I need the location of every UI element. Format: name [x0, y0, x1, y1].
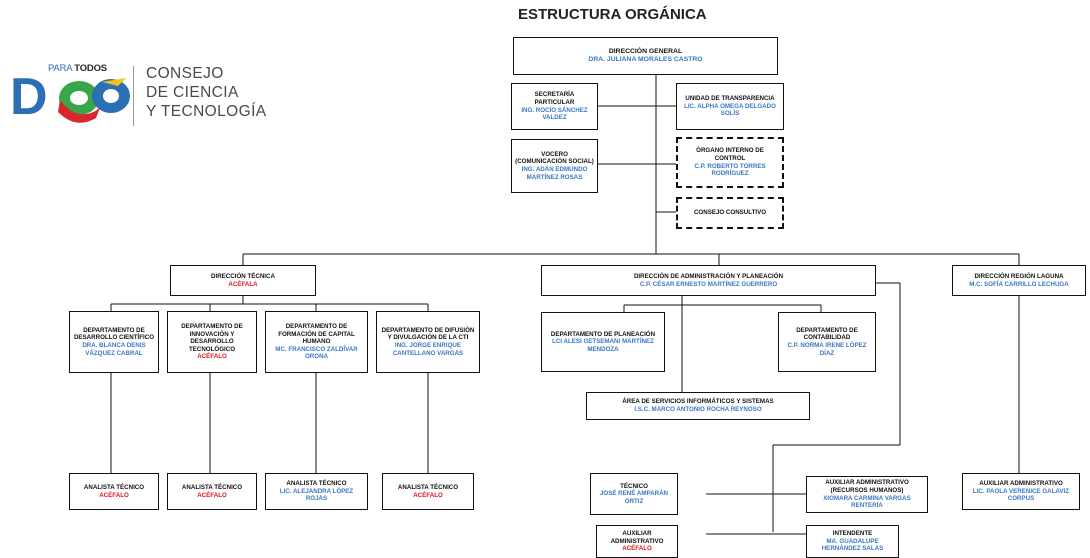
box-name: LIC. ALEJANDRA LÓPEZ ROJAS: [279, 487, 354, 503]
box-title: VOCERO (COMUNICACIÓN SOCIAL): [515, 150, 594, 166]
box-analista-tecnico-3: ANALISTA TÉCNICO LIC. ALEJANDRA LÓPEZ RO…: [265, 473, 368, 510]
box-title: ANALISTA TÉCNICO: [83, 483, 145, 491]
box-intendente: INTENDENTE MA. GUADALUPE HERNÁNDEZ SALAS: [806, 525, 899, 558]
box-depto-innovacion: DEPARTAMENTO DE INNOVACIÓN Y DESARROLLO …: [167, 311, 257, 373]
box-title: CONSEJO CONSULTIVO: [693, 209, 767, 217]
box-title: UNIDAD DE TRANSPARENCIA: [685, 95, 775, 103]
box-status: ACÉFALA: [228, 280, 258, 288]
dgo-mark-icon: D: [10, 68, 130, 126]
box-name: MC. FRANCISCO ZALDÍVAR ORONA: [275, 345, 358, 361]
box-title: TÉCNICO: [620, 482, 648, 490]
box-status: ACÉFALO: [197, 353, 227, 361]
box-unidad-transparencia: UNIDAD DE TRANSPARENCIA LIC. ALPHA OMEGA…: [676, 83, 784, 130]
box-title: ANALISTA TÉCNICO: [181, 483, 243, 491]
box-name: C.P. NORMA IRENE LÓPEZ DÍAZ: [787, 342, 867, 357]
logo-tagline: PARA TODOS: [48, 63, 107, 74]
box-name: JOSÉ RENÉ AMPARÁN ORTIZ: [599, 490, 669, 505]
box-direccion-general: DIRECCIÓN GENERAL DRA. JULIANA MORALES C…: [513, 37, 778, 75]
box-subtitle: (RECURSOS HUMANOS): [830, 486, 904, 494]
box-title: DEPARTAMENTO DE PLANEACIÓN: [550, 330, 656, 338]
box-title: DIRECCIÓN REGIÓN LAGUNA: [974, 272, 1064, 280]
box-area-servicios-informaticos: ÁREA DE SERVICIOS INFORMÁTICOS Y SISTEMA…: [586, 392, 810, 420]
box-name: DRA. BLANCA DENIS VÁZQUEZ CABRAL: [82, 342, 146, 357]
box-depto-desarrollo-cientifico: DEPARTAMENTO DE DESARROLLO CIENTÍFICO DR…: [69, 311, 159, 373]
box-consejo-consultivo: CONSEJO CONSULTIVO: [676, 197, 784, 229]
box-analista-tecnico-2: ANALISTA TÉCNICO ACÉFALO: [167, 473, 257, 510]
box-depto-formacion: DEPARTAMENTO DE FORMACIÓN DE CAPITAL HUM…: [265, 311, 368, 373]
box-name: LCI ALESI GETSEMANI MARTÍNEZ MENDOZA: [552, 338, 654, 353]
box-title: DIRECCIÓN TÉCNICA: [211, 272, 275, 280]
box-title: DEPARTAMENTO DE CONTABILIDAD: [796, 326, 858, 342]
box-status: ACÉFALO: [413, 491, 443, 499]
box-secretaria-particular: SECRETARÍA PARTICULAR ING. ROCÍO SÁNCHEZ…: [511, 83, 598, 130]
box-depto-planeacion: DEPARTAMENTO DE PLANEACIÓN LCI ALESI GET…: [541, 312, 665, 372]
box-name: ING. ROCÍO SÁNCHEZ VALDEZ: [521, 106, 588, 122]
box-name: C.P. CÉSAR ERNESTO MARTÍNEZ GUERRERO: [639, 280, 778, 288]
box-title: DIRECCIÓN GENERAL: [608, 47, 683, 55]
box-title: ANALISTA TÉCNICO: [286, 480, 347, 488]
box-name: DRA. JULIANA MORALES CASTRO: [588, 56, 703, 63]
box-title: DEPARTAMENTO DE DESARROLLO CIENTÍFICO: [73, 326, 155, 342]
box-title: AUXILIAR ADMINISTRATIVO: [979, 480, 1063, 488]
box-organo-interno-control: ÓRGANO INTERNO DE CONTROL C.P. ROBERTO T…: [676, 137, 784, 188]
logo-org-line-2: DE CIENCIA: [146, 84, 239, 101]
box-title: DEPARTAMENTO DE FORMACIÓN DE CAPITAL HUM…: [278, 323, 355, 346]
logo-org-line-3: Y TECNOLOGÍA: [146, 103, 267, 120]
box-status: ACÉFALO: [99, 491, 129, 499]
box-title: INTENDENTE: [832, 530, 873, 538]
box-direccion-region-laguna: DIRECCIÓN REGIÓN LAGUNA M.C. SOFÍA CARRI…: [952, 265, 1086, 296]
box-title: DEPARTAMENTO DE INNOVACIÓN Y DESARROLLO …: [181, 323, 243, 353]
box-title: SECRETARÍA PARTICULAR: [534, 91, 575, 106]
box-vocero: VOCERO (COMUNICACIÓN SOCIAL) ING. ADÁN E…: [511, 139, 598, 193]
box-name: M.C. SOFÍA CARRILLO LECHUGA: [969, 280, 1069, 288]
box-title: DIRECCIÓN DE ADMINISTRACIÓN Y PLANEACIÓN: [633, 272, 784, 280]
box-title: ÓRGANO INTERNO DE CONTROL: [696, 147, 764, 162]
box-title: ANALISTA TÉCNICO: [397, 483, 459, 491]
logo-divider: [133, 66, 134, 126]
box-depto-difusion: DEPARTAMENTO DE DIFUSIÓN Y DIVULGACIÓN D…: [376, 311, 480, 373]
box-analista-tecnico-1: ANALISTA TÉCNICO ACÉFALO: [69, 473, 159, 510]
logo-mark-d: D: [10, 68, 48, 126]
logo-tagline-para: PARA: [48, 63, 72, 74]
box-title: AUXILIAR ADMINISTRATIVO: [825, 479, 909, 487]
box-direccion-tecnica: DIRECCIÓN TÉCNICA ACÉFALA: [170, 265, 316, 296]
box-status: ACÉFALO: [197, 491, 227, 499]
logo-org-name: CONSEJO DE CIENCIA Y TECNOLOGÍA: [146, 64, 267, 121]
box-name: MA. GUADALUPE HERNÁNDEZ SALAS: [821, 537, 884, 553]
box-title: DEPARTAMENTO DE DIFUSIÓN Y DIVULGACIÓN D…: [381, 326, 475, 342]
box-name: XIOMARA CARMINA VARGAS RENTERÍA: [823, 494, 911, 510]
page-title: ESTRUCTURA ORGÁNICA: [518, 6, 707, 23]
box-depto-contabilidad: DEPARTAMENTO DE CONTABILIDAD C.P. NORMA …: [778, 312, 876, 372]
box-name: ING. ADÁN EDMUNDO MARTÍNEZ ROSAS: [521, 166, 588, 181]
box-auxiliar-recursos-humanos: AUXILIAR ADMINISTRATIVO (RECURSOS HUMANO…: [806, 476, 928, 513]
logo-tagline-todos: TODOS: [74, 63, 107, 74]
box-name: C.P. ROBERTO TORRES RODRÍGUEZ: [694, 162, 766, 178]
box-tecnico: TÉCNICO JOSÉ RENÉ AMPARÁN ORTIZ: [590, 473, 678, 515]
box-title: AUXILIAR ADMINISTRATIVO: [610, 530, 664, 545]
box-analista-tecnico-4: ANALISTA TÉCNICO ACÉFALO: [382, 473, 474, 510]
box-auxiliar-administrativo: AUXILIAR ADMINISTRATIVO ACÉFALO: [596, 525, 678, 558]
logo-org-line-1: CONSEJO: [146, 65, 224, 82]
box-direccion-administracion: DIRECCIÓN DE ADMINISTRACIÓN Y PLANEACIÓN…: [541, 265, 876, 296]
box-status: ACÉFALO: [622, 545, 652, 553]
box-name: ING. JORGE ENRIQUE CANTELLANO VARGAS: [392, 342, 464, 357]
dgo-logo: D: [10, 68, 130, 126]
box-name: I.S.C. MARCO ANTONIO ROCHA REYNOSO: [634, 406, 762, 413]
box-auxiliar-laguna: AUXILIAR ADMINISTRATIVO LIC. PAOLA VEREN…: [962, 473, 1080, 510]
box-title: ÁREA DE SERVICIOS INFORMÁTICOS Y SISTEMA…: [622, 398, 774, 406]
box-name: LIC. PAOLA VERENICE GALAVIZ CORPUS: [972, 487, 1070, 503]
box-name: LIC. ALPHA OMEGA DELGADO SOLÍS: [684, 102, 776, 118]
